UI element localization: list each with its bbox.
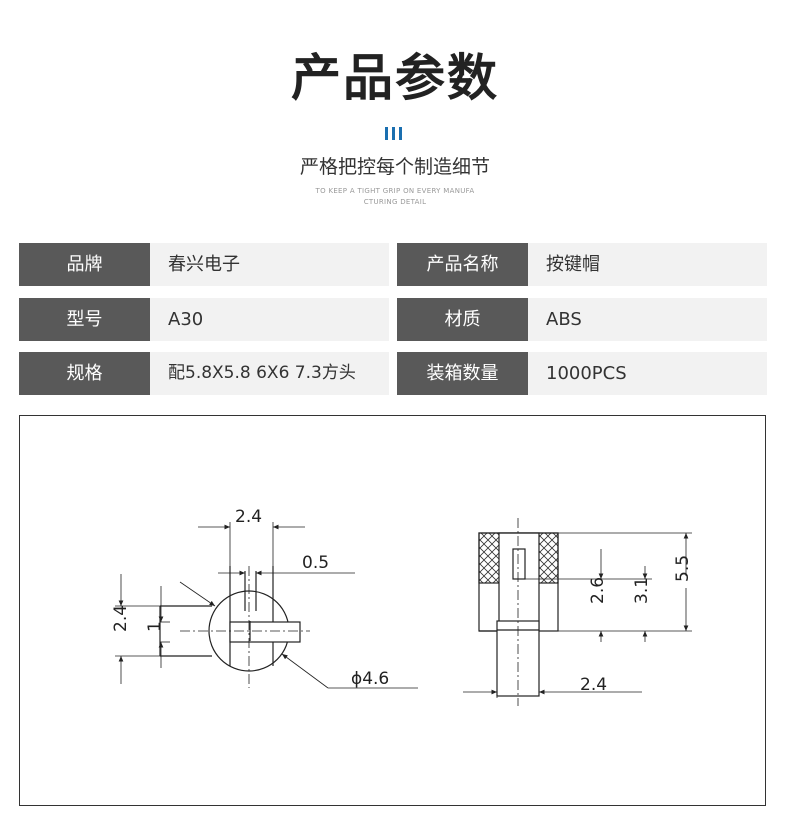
dim-inner-height: 1 [145, 621, 165, 632]
spec-value: ABS [528, 298, 767, 341]
page-title: 产品参数 [291, 49, 499, 107]
spec-label: 规格 [19, 352, 150, 395]
spec-value: 配5.8X5.8 6X6 7.3方头 [150, 352, 389, 395]
spec-row: 品牌 春兴电子 产品名称 按键帽 [19, 243, 767, 286]
english-tagline-line2: CTURING DETAIL [363, 198, 427, 206]
spec-value: 春兴电子 [150, 243, 389, 286]
dim-total-height: 5.5 [673, 555, 693, 582]
spec-label: 型号 [19, 298, 150, 341]
accent-bars-icon [385, 127, 407, 140]
dim-depth-inner: 2.6 [588, 577, 608, 604]
top-view [115, 522, 418, 689]
spec-row: 规格 配5.8X5.8 6X6 7.3方头 装箱数量 1000PCS [19, 352, 767, 395]
english-tagline-line1: TO KEEP A TIGHT GRIP ON EVERY MANUFA [315, 187, 475, 195]
dim-bottom-width: 2.4 [580, 675, 607, 695]
dim-top-width: 2.4 [235, 507, 262, 527]
page-subtitle: 严格把控每个制造细节 [299, 156, 490, 178]
drawing-svg: 2.4 0.5 2.4 1 ϕ4.6 [111, 507, 693, 706]
dim-depth-outer: 3.1 [632, 577, 652, 604]
spec-row: 型号 A30 材质 ABS [19, 298, 767, 341]
dim-diameter: ϕ4.6 [351, 669, 389, 689]
spec-value: A30 [150, 298, 389, 341]
spec-value: 1000PCS [528, 352, 767, 395]
english-tagline: TO KEEP A TIGHT GRIP ON EVERY MANUFA CTU… [0, 186, 790, 208]
spec-label: 品牌 [19, 243, 150, 286]
spec-label: 装箱数量 [397, 352, 528, 395]
technical-drawing: 2.4 0.5 2.4 1 ϕ4.6 [19, 415, 766, 806]
spec-label: 产品名称 [397, 243, 528, 286]
spec-value: 按键帽 [528, 243, 767, 286]
side-view [463, 518, 692, 706]
dim-left-height: 2.4 [111, 605, 131, 632]
spec-label: 材质 [397, 298, 528, 341]
dim-slot: 0.5 [302, 553, 329, 573]
